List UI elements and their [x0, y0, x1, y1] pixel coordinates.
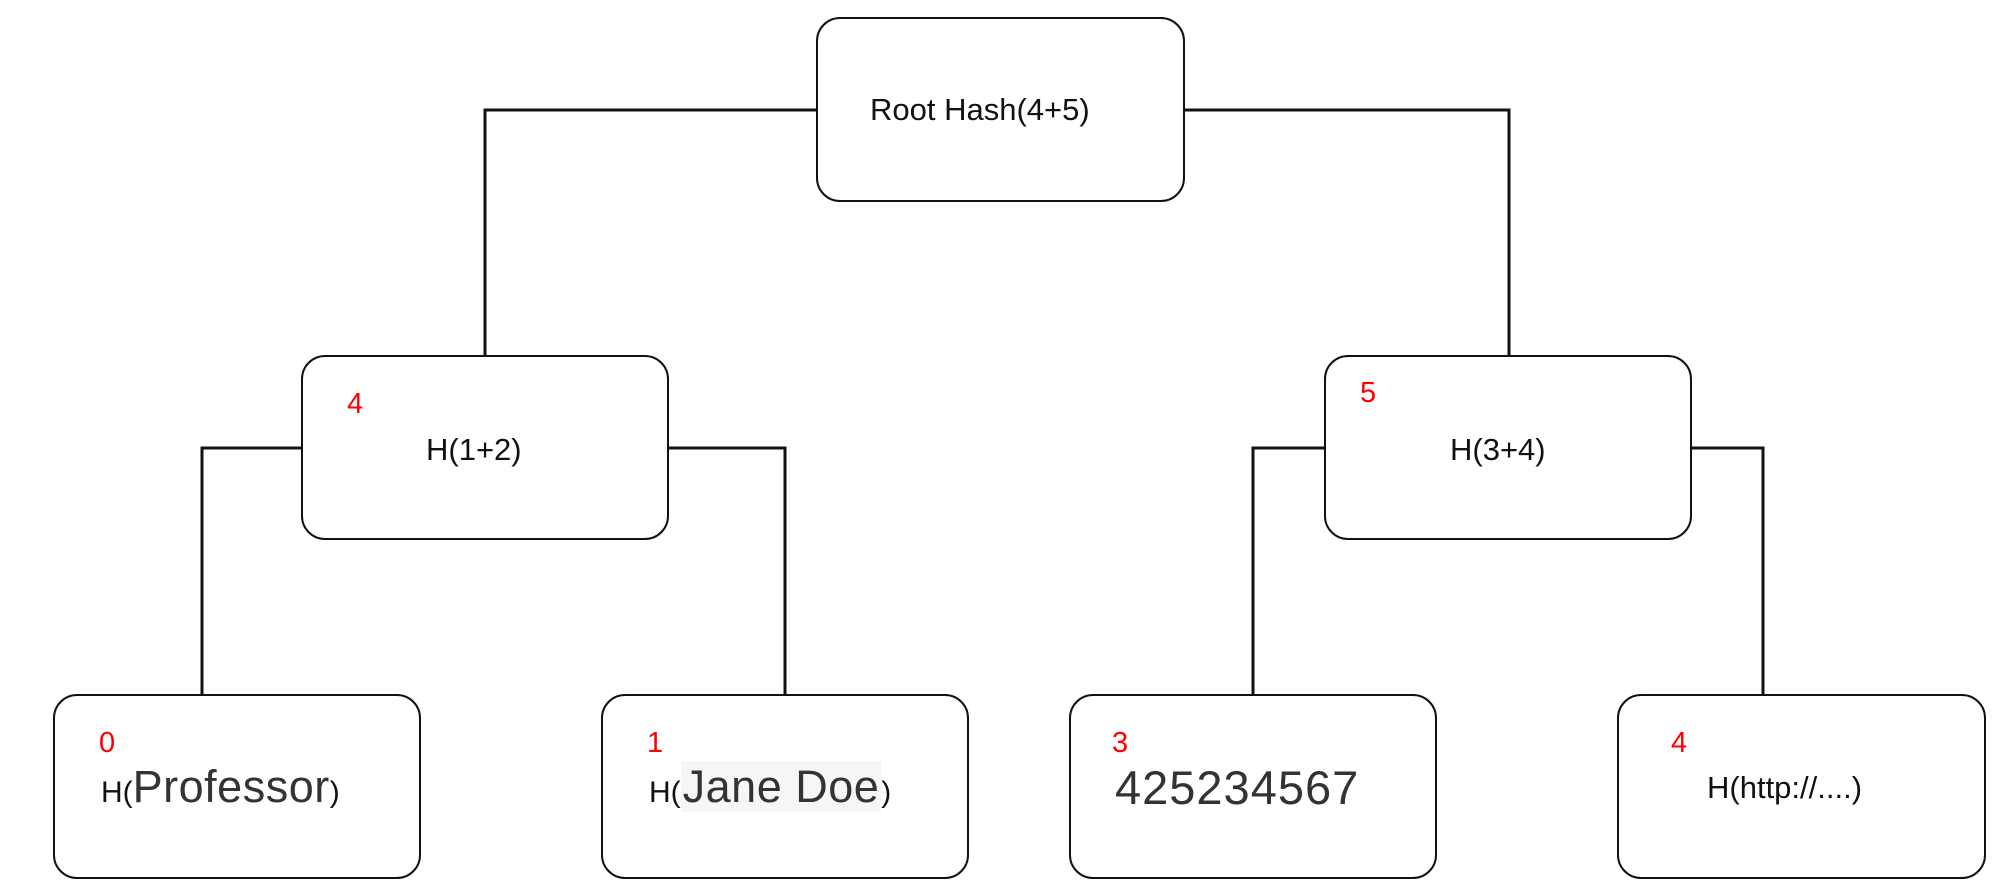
jane-doe-value: Jane Doe — [680, 761, 882, 812]
jane-doe-hash-suffix: ) — [881, 776, 892, 809]
number-leaf-node: 3 425234567 — [1069, 694, 1437, 879]
professor-value: Professor — [132, 761, 330, 812]
root-hash-node: Root Hash(4+5) — [816, 17, 1185, 202]
root-hash-label: Root Hash(4+5) — [870, 92, 1090, 127]
right-parent-index: 5 — [1360, 377, 1377, 409]
url-leaf-node: 4 H(http://....) — [1617, 694, 1986, 879]
right-parent-hash-label: H(3+4) — [1450, 432, 1546, 467]
professor-hash-label: H(Professor) — [101, 764, 340, 809]
professor-leaf-index: 0 — [99, 727, 116, 759]
left-parent-index: 4 — [347, 388, 364, 420]
left-parent-hash-node: 4 H(1+2) — [301, 355, 669, 540]
number-leaf-index: 3 — [1112, 727, 1129, 759]
left-parent-hash-label: H(1+2) — [426, 432, 522, 467]
jane-doe-leaf-node: 1 H(Jane Doe) — [601, 694, 969, 879]
professor-leaf-node: 0 H(Professor) — [53, 694, 421, 879]
jane-doe-hash-prefix: H( — [649, 776, 681, 809]
jane-doe-hash-label: H(Jane Doe) — [649, 761, 892, 812]
jane-doe-leaf-index: 1 — [647, 727, 664, 759]
url-hash-label: H(http://....) — [1707, 770, 1863, 805]
professor-hash-prefix: H( — [101, 776, 133, 809]
right-parent-hash-node: 5 H(3+4) — [1324, 355, 1692, 540]
professor-hash-suffix: ) — [329, 776, 340, 809]
number-leaf-value: 425234567 — [1115, 761, 1360, 814]
url-leaf-index: 4 — [1671, 727, 1688, 759]
